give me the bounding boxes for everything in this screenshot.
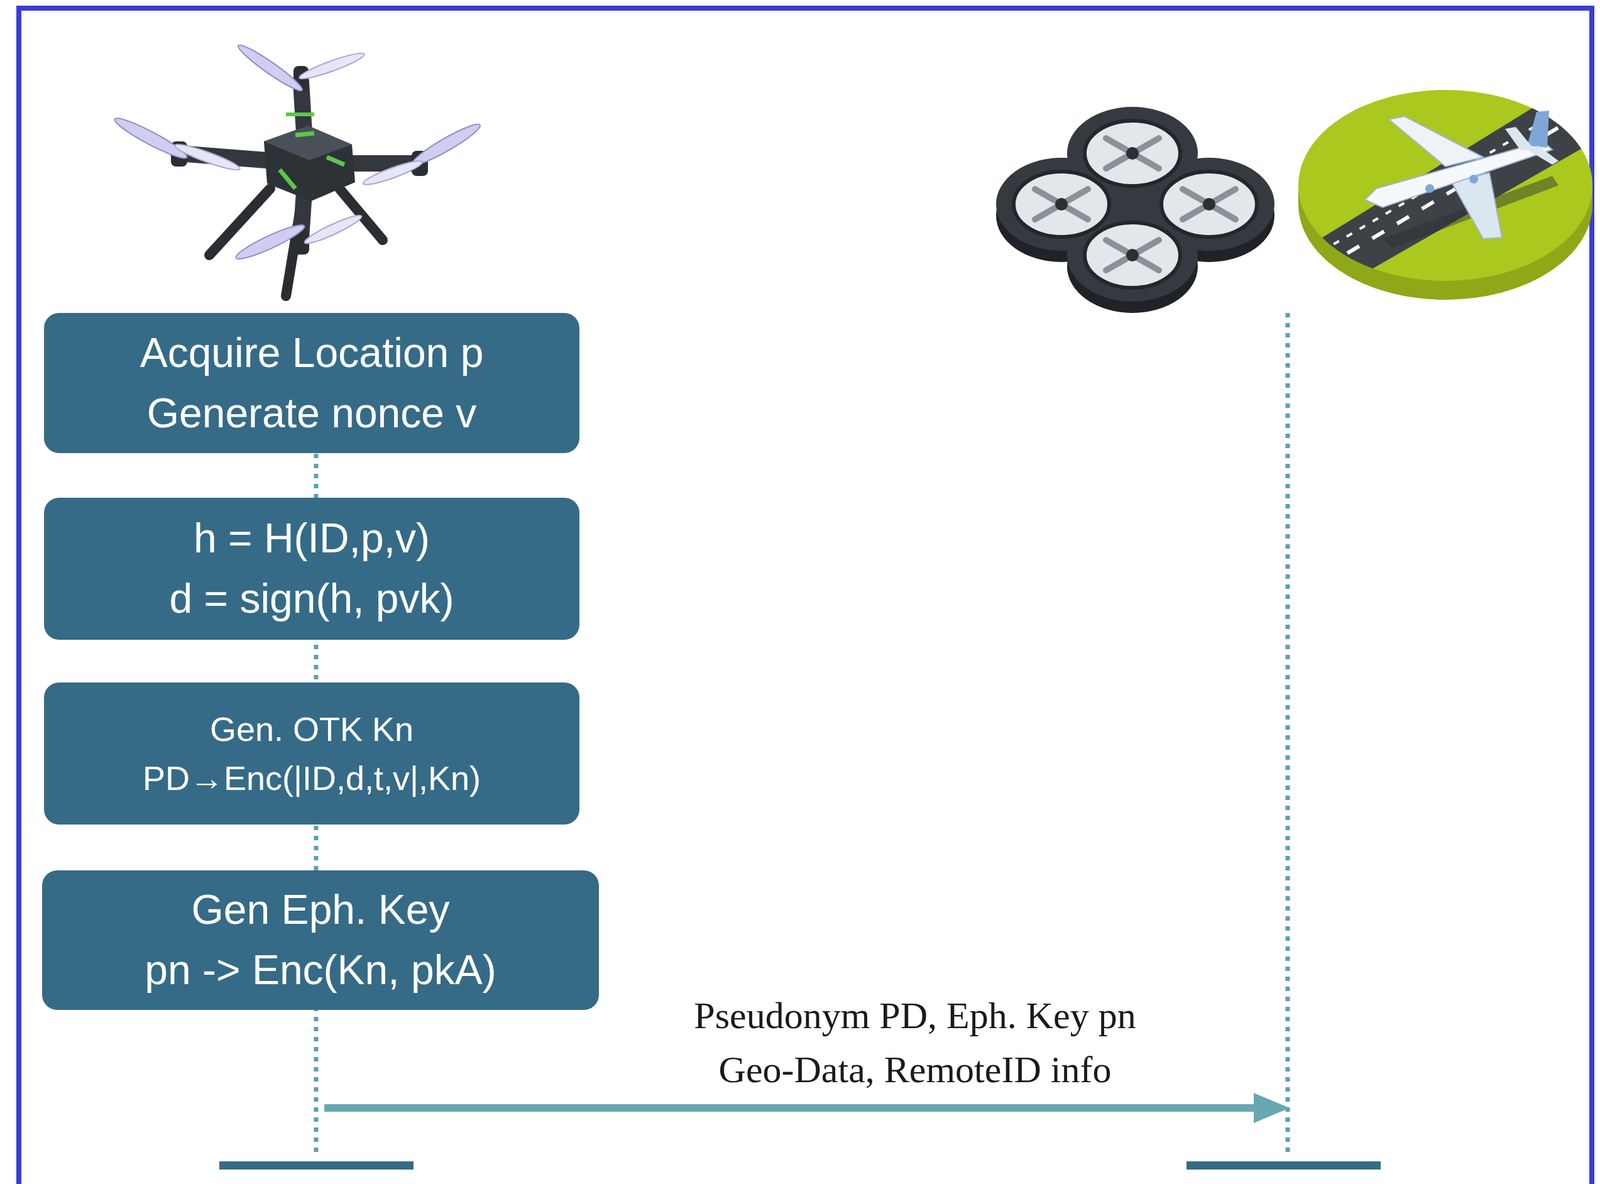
process-box: Acquire Location pGenerate nonce v	[43, 312, 580, 454]
step-text: Gen Eph. Key	[191, 879, 450, 941]
step-text: Gen. OTK Kn	[209, 704, 414, 754]
arrow-head	[1253, 1092, 1290, 1124]
lifeline-end-bar	[219, 1161, 414, 1170]
message-label: Pseudonym PD, Eph. Key pn	[693, 992, 1136, 1039]
drone-icon	[111, 40, 484, 296]
frame-border	[18, 8, 1592, 1184]
step-text: Generate nonce v	[147, 383, 477, 444]
step-text: d = sign(h, pvk)	[169, 568, 454, 630]
lifeline-end-bar	[1186, 1161, 1381, 1170]
airport-icon	[1269, 87, 1600, 300]
step-text: h = H(ID,p,v)	[193, 508, 430, 569]
ducted-drone-icon	[996, 106, 1275, 313]
process-box: Gen Eph. Keypn -> Enc(Kn, pkA)	[42, 870, 599, 1010]
message-label: Geo-Data, RemoteID info	[718, 1046, 1112, 1093]
process-box: Gen. OTK KnPD→Enc(|ID,d,t,v|,Kn)	[43, 682, 580, 825]
message-arrow	[324, 1104, 1257, 1112]
step-text: PD→Enc(|ID,d,t,v|,Kn)	[142, 753, 481, 803]
receiver-lifeline	[1285, 312, 1291, 1154]
process-box: h = H(ID,p,v)d = sign(h, pvk)	[43, 497, 580, 640]
step-text: Acquire Location p	[140, 323, 484, 384]
step-text: pn -> Enc(Kn, pkA)	[144, 940, 496, 1001]
